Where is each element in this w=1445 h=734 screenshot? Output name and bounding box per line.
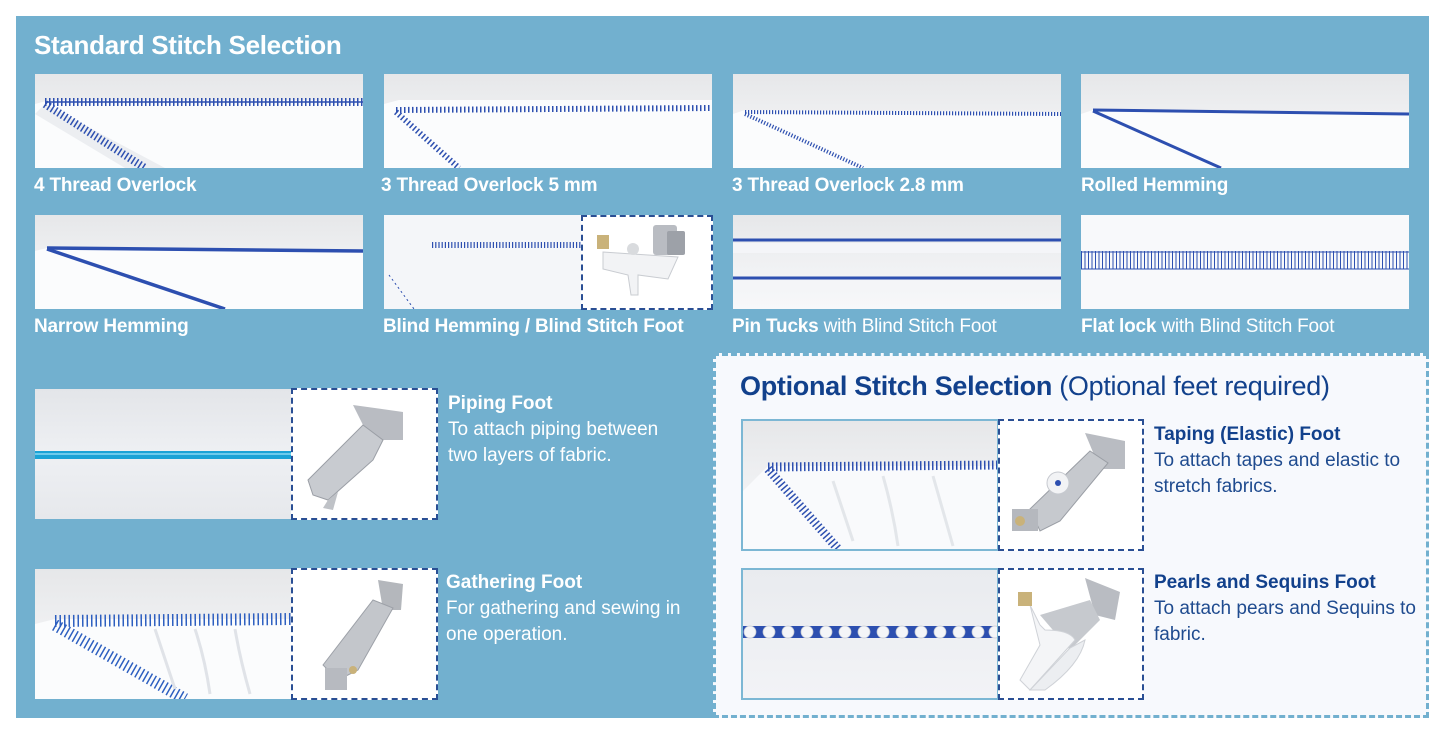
stitch-caption-rolled-hemming: Rolled Hemming — [1081, 175, 1229, 196]
piping-foot-title: Piping Foot — [448, 393, 553, 414]
stitch-caption-pin-tucks: Pin Tucks with Blind Stitch Foot — [732, 316, 997, 337]
stitch-image-flat-lock — [1081, 215, 1409, 309]
pearls-sequins-foot-title: Pearls and Sequins Foot — [1154, 572, 1376, 593]
pearls-stitch-image — [741, 568, 999, 700]
taping-stitch-image — [741, 419, 999, 551]
stitch-image-rolled-hemming — [1081, 74, 1409, 168]
piping-foot-image — [291, 388, 438, 520]
pearls-sequins-foot-description: To attach pears and Sequins to fabric. — [1154, 598, 1416, 645]
gathering-stitch-image — [35, 569, 293, 699]
pearls-sequins-foot-image — [998, 568, 1144, 700]
stitch-caption-3-thread-overlock-2-8mm: 3 Thread Overlock 2.8 mm — [732, 175, 964, 196]
gathering-foot-description: For gathering and sewing in one operatio… — [446, 598, 681, 645]
taping-foot-description: To attach tapes and elastic to stretch f… — [1154, 450, 1401, 497]
stitch-caption-4-thread-overlock: 4 Thread Overlock — [34, 175, 197, 196]
stitch-caption-narrow-hemming: Narrow Hemming — [34, 316, 189, 337]
stitch-image-3-thread-overlock-5mm — [384, 74, 712, 168]
stitch-caption-blind-hemming: Blind Hemming / Blind Stitch Foot — [383, 316, 684, 337]
stitch-caption-flat-lock: Flat lock with Blind Stitch Foot — [1081, 316, 1335, 337]
stitch-image-pin-tucks — [733, 215, 1061, 309]
gathering-foot-image — [291, 568, 438, 700]
piping-foot-description: To attach piping between two layers of f… — [448, 419, 659, 466]
blind-stitch-foot-image — [581, 215, 713, 310]
taping-foot-title: Taping (Elastic) Foot — [1154, 424, 1341, 445]
stitch-image-3-thread-overlock-2-8mm — [733, 74, 1061, 168]
stitch-image-4-thread-overlock — [35, 74, 363, 168]
stitch-caption-3-thread-overlock-5mm: 3 Thread Overlock 5 mm — [381, 175, 598, 196]
piping-stitch-image — [35, 389, 293, 519]
stitch-image-narrow-hemming — [35, 215, 363, 309]
gathering-foot-title: Gathering Foot — [446, 572, 583, 593]
taping-foot-image — [998, 419, 1144, 551]
optional-section-title: Optional Stitch Selection (Optional feet… — [740, 371, 1330, 401]
standard-section-title: Standard Stitch Selection — [34, 30, 342, 60]
